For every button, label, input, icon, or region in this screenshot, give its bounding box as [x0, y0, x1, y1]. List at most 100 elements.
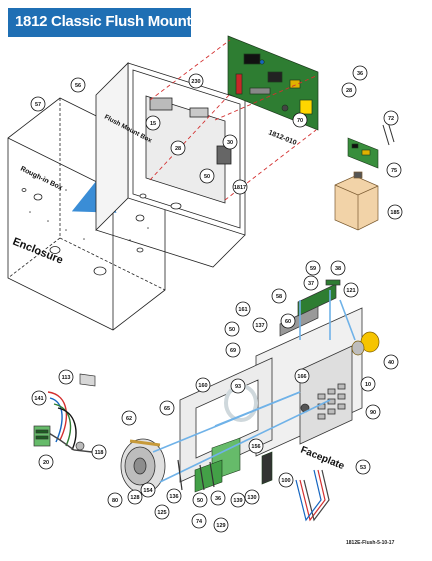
callout-circle-28b [341, 82, 357, 98]
callout-38: 38 [335, 266, 341, 272]
speaker [120, 438, 166, 494]
callout-circle-74 [191, 513, 207, 529]
callout-36: 36 [357, 71, 363, 77]
drawing-id: 1812E-Flush-5-10-17 [346, 540, 395, 546]
callout-56: 56 [75, 83, 81, 89]
callout-circle-58 [271, 288, 287, 304]
callout-166: 166 [297, 374, 306, 380]
callout-circle-161 [235, 301, 251, 317]
faceplate-label: Faceplate [299, 445, 346, 473]
ribbon-cable [295, 469, 330, 522]
callout-circle-62 [121, 410, 137, 426]
callout-circle-15 [145, 115, 161, 131]
callout-129: 129 [216, 523, 225, 529]
callout-circle-128 [127, 489, 143, 505]
callout-circle-100 [278, 472, 294, 488]
alignment-lines [149, 39, 317, 201]
callout-37: 37 [308, 281, 314, 287]
callout-circle-20 [38, 454, 54, 470]
callout-36: 36 [215, 496, 221, 502]
callout-125: 125 [157, 510, 166, 516]
callout-circle-53 [355, 459, 371, 475]
callout-100: 100 [281, 478, 290, 484]
callout-circle-38 [330, 260, 346, 276]
callout-circle-130 [244, 489, 260, 505]
lcd-bracket [279, 279, 341, 337]
callout-circle-113 [58, 369, 74, 385]
callout-circle-129 [213, 517, 229, 533]
callout-circle-50b [224, 321, 240, 337]
callout-15: 15 [150, 121, 156, 127]
screws-72 [382, 121, 395, 146]
callout-circle-50c [192, 492, 208, 508]
callout-circle-93 [230, 378, 246, 394]
callout-50: 50 [229, 327, 235, 333]
terminal-block [33, 425, 51, 447]
main-circuit-board [227, 35, 319, 131]
callout-circle-90 [365, 404, 381, 420]
callout-156: 156 [251, 444, 260, 450]
callout-circle-230 [188, 73, 204, 89]
transformer [334, 171, 379, 231]
title-banner [8, 8, 191, 37]
callout-137: 137 [255, 323, 264, 329]
callout-160: 160 [198, 383, 207, 389]
callout-70: 70 [297, 118, 303, 124]
callout-93: 93 [235, 384, 241, 390]
callout-139: 139 [233, 498, 242, 504]
callout-circle-69 [225, 342, 241, 358]
callout-121: 121 [346, 288, 355, 294]
callout-57: 57 [35, 102, 41, 108]
callout-circle-1817 [232, 179, 248, 195]
callout-130: 130 [247, 495, 256, 501]
page-title: 1812 Classic Flush Mount [15, 13, 192, 30]
callout-50: 50 [204, 174, 210, 180]
callout-circle-65 [159, 400, 175, 416]
callout-circle-136 [166, 488, 182, 504]
expansion-board [347, 137, 379, 169]
callout-53: 53 [360, 465, 366, 471]
callout-10: 10 [365, 382, 371, 388]
callout-40: 40 [388, 360, 394, 366]
callout-circle-59 [305, 260, 321, 276]
wire-harness [43, 391, 93, 453]
callout-58: 58 [276, 294, 282, 300]
callout-circle-80 [107, 492, 123, 508]
callout-72: 72 [388, 116, 394, 122]
callout-154: 154 [143, 488, 153, 494]
callout-62: 62 [126, 416, 132, 422]
callout-28: 28 [175, 146, 181, 152]
callout-circle-156 [248, 438, 264, 454]
callout-circle-36b [210, 490, 226, 506]
callout-circle-125 [154, 504, 170, 520]
callout-circle-28a [170, 140, 186, 156]
callout-230: 230 [191, 79, 200, 85]
callout-circle-141 [31, 390, 47, 406]
callout-circle-70 [292, 112, 308, 128]
board-label: 1812-010 [267, 129, 297, 147]
assembly-lines [152, 290, 356, 483]
callout-circle-40 [383, 354, 399, 370]
callout-136: 136 [169, 494, 178, 500]
callout-141: 141 [34, 396, 43, 402]
callouts [30, 65, 403, 533]
callout-circle-139 [230, 492, 246, 508]
callout-circle-60 [280, 313, 296, 329]
callout-90: 90 [370, 410, 376, 416]
callout-circle-166 [294, 368, 310, 384]
bottom-screws [177, 459, 215, 491]
callout-30: 30 [227, 140, 233, 146]
small-parts-left [75, 373, 96, 451]
callout-circle-37 [303, 275, 319, 291]
flush-mount-box [95, 62, 246, 268]
audio-boards [194, 437, 273, 493]
callout-circle-30 [222, 134, 238, 150]
callout-1817: 1817 [234, 185, 246, 191]
callout-texts: 57 56 230 15 28 50 30 1817 28 70 36 72 7… [34, 71, 399, 529]
callout-20: 20 [43, 460, 49, 466]
callout-75: 75 [391, 168, 397, 174]
callout-circle-185 [387, 204, 403, 220]
callout-circle-121 [343, 282, 359, 298]
callout-circle-56 [70, 77, 86, 93]
